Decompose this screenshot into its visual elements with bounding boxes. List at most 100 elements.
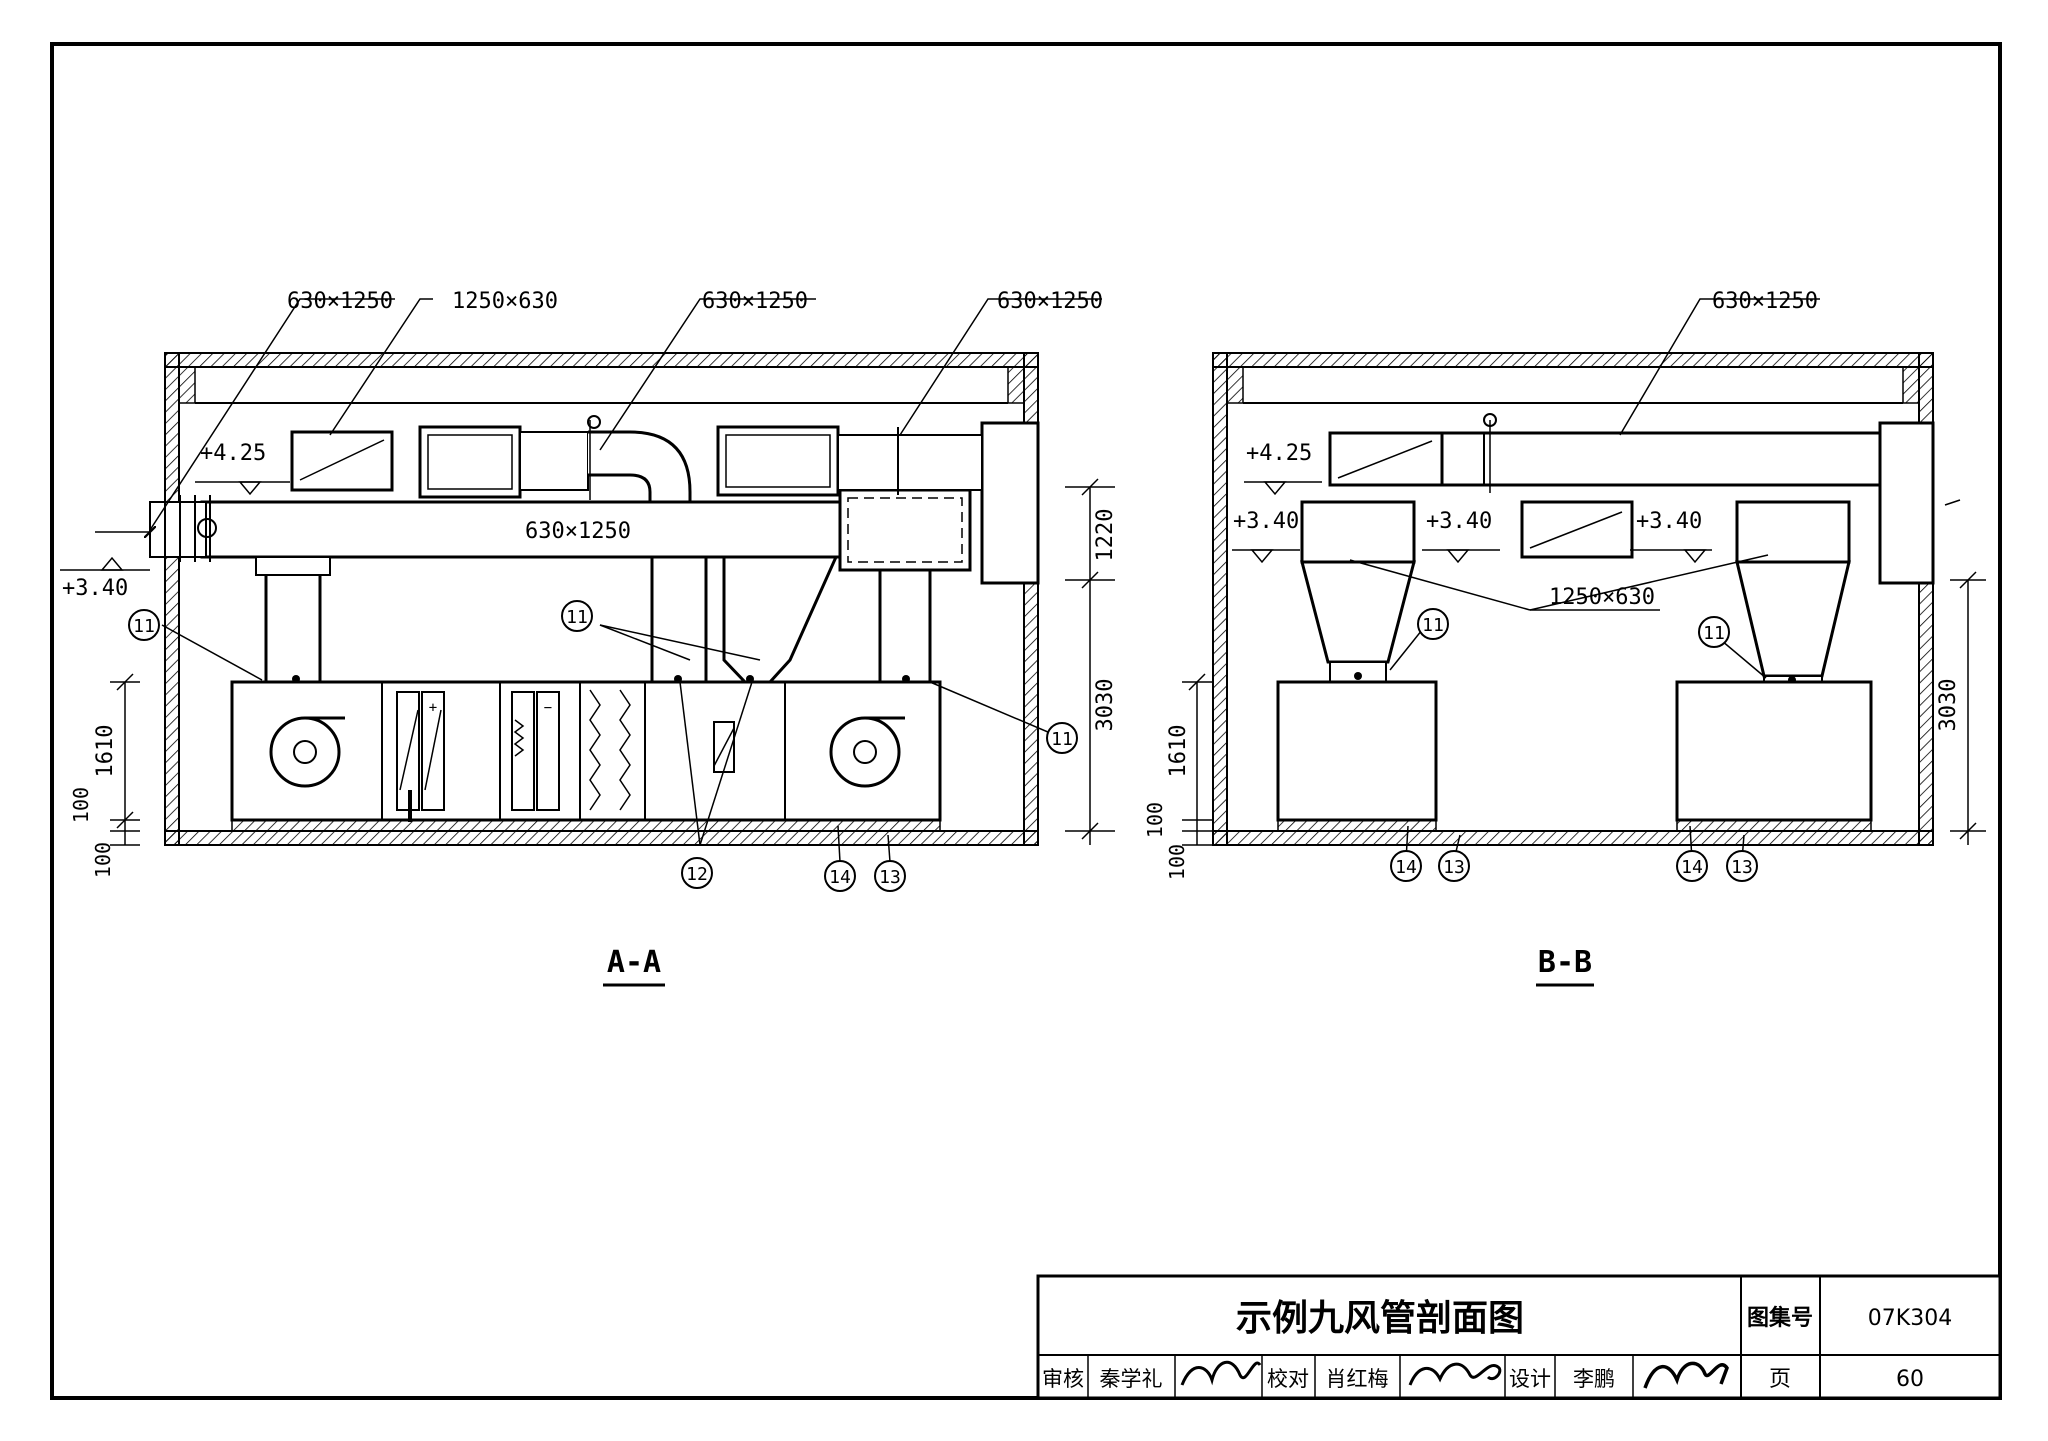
svg-text:11: 11 [1051,729,1073,750]
b-dim-1610: 1610 [1166,725,1191,778]
b-center-duct [1520,500,1634,559]
b-ceiling-slab [1212,352,1934,368]
fan-icon [269,716,345,788]
a-beam-left [178,366,196,404]
section-a-a-title: A-A [607,945,661,980]
designer-signature [1643,1361,1729,1389]
a-silencer-box [838,488,972,572]
b-tag-14-left: 14 [1390,850,1422,882]
a-dim-100-upper: 100 [69,787,93,823]
a-upper-duct-2 [418,425,522,499]
svg-text:−: − [544,700,552,716]
a-beam-right [1007,366,1025,404]
a-main-duct-label: 630×1250 [525,519,631,544]
a-wall-riser [980,421,1040,585]
b-elev-1: +3.40 [1233,509,1299,534]
a-damper-icon [197,518,217,538]
section-a-a: + − [60,298,1115,987]
svg-text:14: 14 [1395,857,1417,878]
coil-icon: + [396,691,445,822]
a-size-label-2: 1250×630 [452,289,558,314]
design-name: 李鹏 [1573,1367,1615,1391]
reviewer-signature [1180,1361,1262,1386]
a-size-label-3: 630×1250 [702,289,808,314]
a-unit-base [231,819,941,832]
review-name: 秦学礼 [1100,1367,1163,1391]
b-left-unit [1276,680,1438,822]
b-dim-3030: 3030 [1936,679,1961,732]
a-dim-1220: 1220 [1093,509,1118,562]
svg-text:13: 13 [1443,857,1465,878]
b-top-duct [1440,431,1882,487]
a-dim-3030: 3030 [1093,679,1118,732]
filter-icon [589,689,631,811]
a-tag-11-mid: 11 [561,600,593,632]
coil-icon: − [511,691,560,811]
a-main-duct [200,500,844,559]
b-size-label-top: 630×1250 [1712,289,1818,314]
b-tag-11-right: 11 [1698,616,1730,648]
a-return-connector [650,555,708,684]
b-wall-riser [1878,421,1935,585]
a-floor-slab [164,830,1039,846]
svg-text:12: 12 [686,864,708,885]
b-tag-13-right: 13 [1726,850,1758,882]
a-size-label-1: 630×1250 [287,289,393,314]
review-label: 审核 [1042,1367,1084,1391]
svg-text:11: 11 [1422,615,1444,636]
atlas-number: 07K304 [1868,1306,1952,1331]
a-elbow-duct [588,430,692,504]
svg-text:13: 13 [879,867,901,888]
a-right-connector [878,568,932,684]
b-elev-2: +3.40 [1426,509,1492,534]
b-tag-14-right: 14 [1676,850,1708,882]
section-b-b-title: B-B [1538,945,1592,980]
a-left-wall [164,352,180,846]
check-name: 肖红梅 [1326,1367,1389,1391]
section-b-b [1182,298,1986,987]
b-right-plenum [1735,500,1851,564]
svg-text:13: 13 [1731,857,1753,878]
a-tag-13: 13 [874,860,906,892]
b-tag-11-left: 11 [1417,608,1449,640]
svg-text:+: + [429,700,437,716]
a-ceiling-slab [164,352,1039,368]
sheet-border [50,42,2002,1400]
b-left-wall [1212,352,1228,846]
a-transition-piece [722,555,839,684]
title-block [1036,1274,2002,1400]
drawing-title: 示例九风管剖面图 [1236,1298,1524,1339]
a-tag-11-right: 11 [1046,722,1078,754]
design-label: 设计 [1509,1367,1551,1391]
b-right-unit [1675,680,1873,822]
check-label: 校对 [1267,1367,1309,1391]
a-dim-100-lower: 100 [91,842,115,878]
a-tag-14: 14 [824,860,856,892]
a-elev-top: +4.25 [200,441,266,466]
a-upper-duct-1 [290,430,394,492]
svg-text:11: 11 [1703,623,1725,644]
b-size-label-center: 1250×630 [1549,585,1655,610]
a-elev-low: +3.40 [62,576,128,601]
page-number: 60 [1896,1367,1924,1392]
a-tag-11-left: 11 [128,609,160,641]
a-tag-12: 12 [681,857,713,889]
svg-text:14: 14 [1681,857,1703,878]
a-air-handling-unit [230,680,942,822]
b-elev-top: +4.25 [1246,441,1312,466]
a-size-label-4: 630×1250 [997,289,1103,314]
b-left-plenum [1300,500,1416,564]
a-dim-1610: 1610 [93,725,118,778]
fan-icon [829,716,905,788]
a-upper-duct-3 [716,425,840,497]
atlas-label: 图集号 [1747,1305,1813,1331]
svg-text:11: 11 [133,616,155,637]
svg-text:11: 11 [566,607,588,628]
b-tag-13-left: 13 [1438,850,1470,882]
svg-text:14: 14 [829,867,851,888]
checker-signature [1408,1362,1502,1386]
b-dim-100-lower: 100 [1165,844,1189,880]
b-floor-slab [1212,830,1934,846]
b-dim-100-upper: 100 [1143,802,1167,838]
